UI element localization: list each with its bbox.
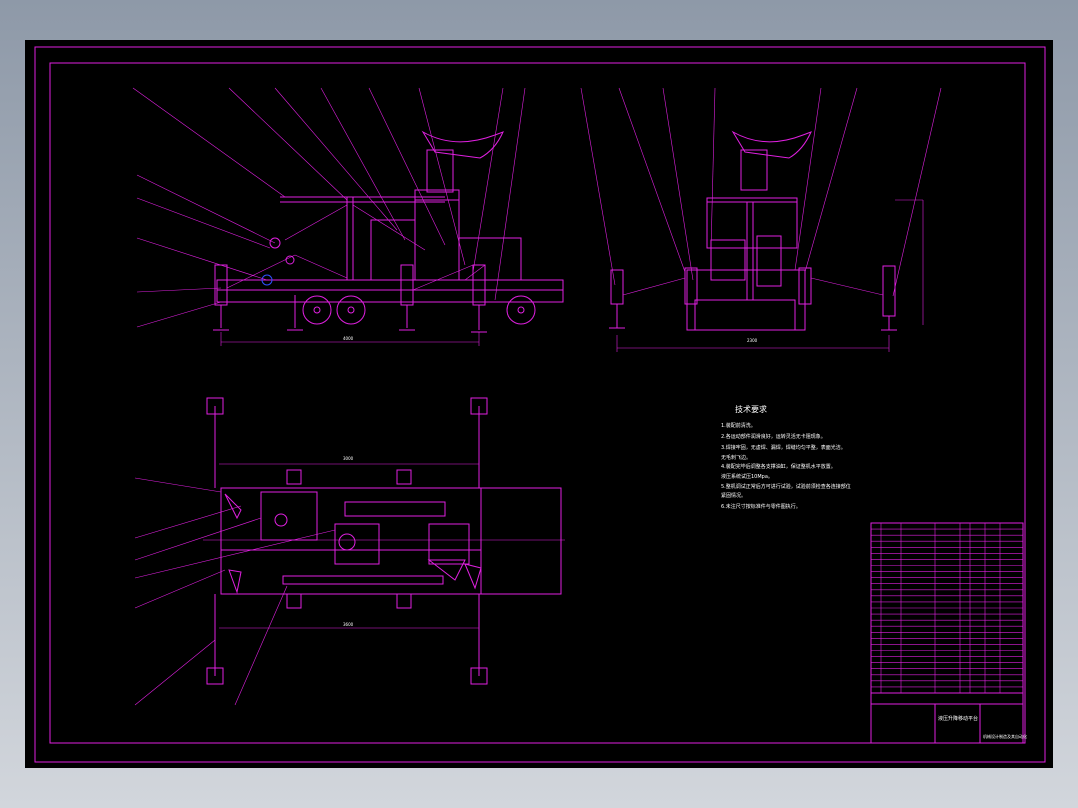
note-line-8: 紧固情况。 [721, 492, 746, 499]
technical-notes: 技术要求 1.装配前清洗。 2.各运动部件润滑良好，运转灵活无卡阻现象。 3.焊… [721, 404, 851, 510]
side-view: 4000 [132, 87, 564, 346]
dim-side-length: 4000 [343, 336, 354, 341]
note-line-6: 液压系统试压10Mpa。 [721, 473, 773, 480]
dim-front-width: 2300 [747, 338, 758, 343]
note-line-9: 6.未注尺寸按标准件与零件图执行。 [721, 503, 801, 510]
plan-view: 3000 3600 [134, 397, 565, 706]
note-line-4: 无毛刺飞边。 [721, 454, 751, 461]
note-line-1: 1.装配前清洗。 [721, 422, 756, 429]
company-name: 机械设计制造及其自动化 [983, 733, 1027, 739]
drawing-name: 液压升降移动平台 [938, 715, 978, 722]
dim-plan-top: 3000 [343, 456, 354, 461]
dim-plan-bottom: 3600 [343, 622, 354, 627]
note-line-5: 4.装配完毕后调整各支撑油缸，保证整机水平放置。 [721, 463, 836, 470]
notes-heading: 技术要求 [735, 404, 767, 414]
front-view: 2300 [580, 87, 942, 352]
outer-frame [34, 46, 1046, 763]
note-line-7: 5.整机调试正常后方可进行试验，试验前须检查各连接部位 [721, 483, 851, 490]
title-block: 液压升降移动平台 机械设计制造及其自动化 [870, 522, 1027, 744]
parts-list-rows [871, 523, 1023, 693]
cad-drawing: 4000 [34, 46, 1046, 763]
note-line-3: 3.焊接牢固，无虚焊、漏焊，焊缝均匀平整，表面光洁。 [721, 444, 846, 451]
inner-frame [49, 62, 1026, 744]
drawing-sheet: 4000 [25, 40, 1053, 768]
note-line-2: 2.各运动部件润滑良好，运转灵活无卡阻现象。 [721, 433, 826, 440]
